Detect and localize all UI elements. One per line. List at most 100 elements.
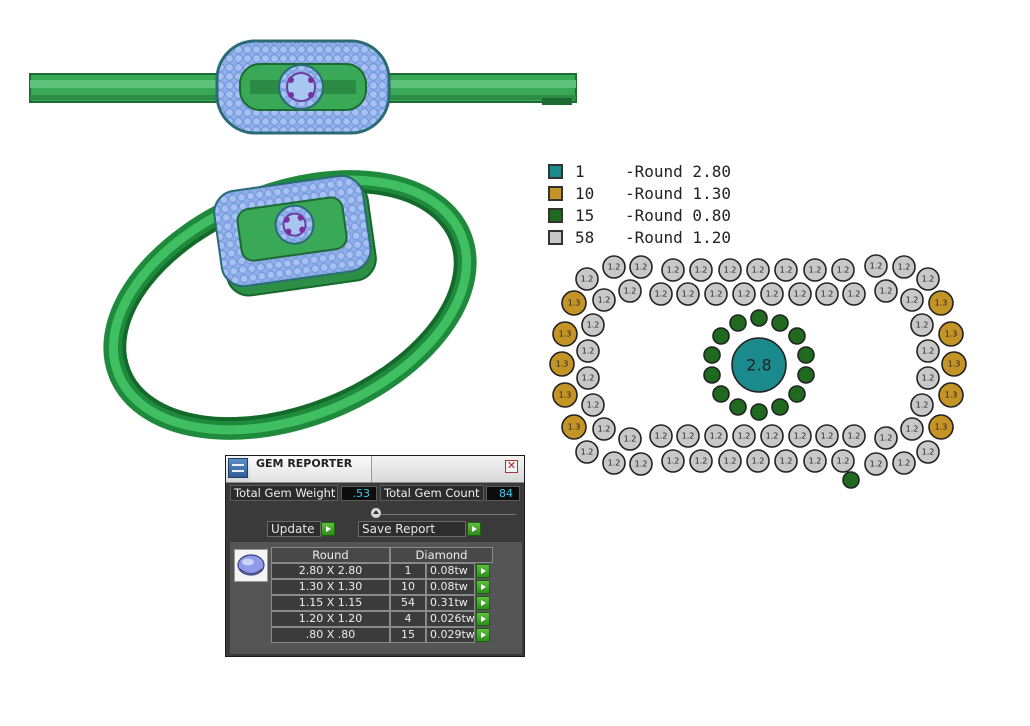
svg-text:1.2: 1.2 (848, 290, 861, 299)
gem-1-2: 1.2 (602, 451, 626, 475)
svg-text:1.2: 1.2 (766, 432, 779, 441)
table-cell-count: 15 (390, 627, 426, 643)
svg-text:1.2: 1.2 (667, 266, 680, 275)
legend-swatch (548, 229, 563, 245)
legend-count: 10 (575, 183, 595, 203)
table-cell-count: 54 (390, 595, 426, 611)
svg-text:1.2: 1.2 (608, 459, 621, 468)
svg-text:1.2: 1.2 (809, 457, 822, 466)
svg-text:1.3: 1.3 (568, 299, 581, 308)
gem-1-3: 1.3 (941, 351, 967, 377)
svg-text:1.2: 1.2 (922, 374, 935, 383)
gem-1-2: 1.2 (704, 424, 728, 448)
update-play-icon[interactable] (321, 522, 335, 536)
svg-text:1.2: 1.2 (738, 432, 751, 441)
svg-text:1.2: 1.2 (624, 287, 637, 296)
tab-gem-reporter[interactable] (250, 456, 372, 482)
gem-reporter-title: GEM REPORTER (256, 457, 353, 470)
gem-1-2: 1.2 (900, 417, 924, 441)
legend-count: 58 (575, 227, 595, 247)
svg-text:1.2: 1.2 (922, 347, 935, 356)
gem-1-2: 1.2 (592, 288, 616, 312)
gem-0-8 (729, 398, 747, 416)
table-cell-weight: 0.08tw (426, 563, 475, 579)
svg-text:1.2: 1.2 (870, 262, 883, 271)
svg-text:1.3: 1.3 (568, 423, 581, 432)
collapse-panel-icon[interactable] (370, 507, 382, 519)
gem-0-8 (703, 366, 721, 384)
table-cell-weight: 0.029tw (426, 627, 475, 643)
gem-1-2: 1.2 (916, 339, 940, 363)
app-icon (228, 458, 248, 478)
svg-text:1.3: 1.3 (559, 330, 572, 339)
svg-text:1.2: 1.2 (710, 290, 723, 299)
svg-text:1.2: 1.2 (624, 435, 637, 444)
gem-1-2: 1.2 (592, 417, 616, 441)
gem-1-2: 1.2 (831, 258, 855, 282)
svg-text:1.2: 1.2 (587, 401, 600, 410)
gem-1-2: 1.2 (732, 282, 756, 306)
svg-text:1.2: 1.2 (848, 432, 861, 441)
gem-reporter-window: GEM REPORTER ✕ Total Gem Weight .53 Tota… (225, 455, 525, 657)
gem-1-3: 1.3 (938, 321, 964, 347)
gem-1-2: 1.2 (900, 288, 924, 312)
gem-1-3: 1.3 (552, 382, 578, 408)
total-gem-count-label: Total Gem Count (380, 485, 484, 501)
gem-0-8 (788, 385, 806, 403)
legend-label: -Round 1.20 (625, 227, 731, 247)
table-cell-size: 2.80 X 2.80 (271, 563, 390, 579)
svg-text:1.2: 1.2 (724, 266, 737, 275)
row-select-play-icon[interactable] (476, 612, 490, 626)
legend-swatch (548, 163, 563, 179)
bracelet-top-view (29, 39, 577, 135)
gem-1-2: 1.2 (831, 449, 855, 473)
gem-1-2: 1.2 (732, 424, 756, 448)
gem-0-8 (771, 398, 789, 416)
gem-0-8 (729, 314, 747, 332)
gem-2-8: 2.8 (731, 337, 787, 393)
gem-1-2: 1.2 (892, 451, 916, 475)
svg-text:1.2: 1.2 (608, 263, 621, 272)
svg-text:1.2: 1.2 (635, 460, 648, 469)
row-select-play-icon[interactable] (476, 596, 490, 610)
row-select-play-icon[interactable] (476, 564, 490, 578)
table-cell-weight: 0.31tw (426, 595, 475, 611)
gem-1-2: 1.2 (916, 267, 940, 291)
table-cell-size: 1.20 X 1.20 (271, 611, 390, 627)
svg-text:1.2: 1.2 (837, 457, 850, 466)
svg-text:1.2: 1.2 (581, 448, 594, 457)
gem-1-2: 1.2 (916, 440, 940, 464)
svg-text:1.2: 1.2 (821, 432, 834, 441)
row-select-play-icon[interactable] (476, 580, 490, 594)
gem-1-2: 1.2 (676, 282, 700, 306)
svg-text:1.2: 1.2 (880, 287, 893, 296)
gem-1-2: 1.2 (718, 449, 742, 473)
save-report-button[interactable]: Save Report (358, 521, 466, 537)
svg-text:1.2: 1.2 (695, 266, 708, 275)
close-icon[interactable]: ✕ (505, 459, 518, 473)
gem-0-8 (750, 403, 768, 421)
gem-0-8 (771, 314, 789, 332)
gem-1-2: 1.2 (718, 258, 742, 282)
svg-text:1.2: 1.2 (794, 290, 807, 299)
svg-text:1.2: 1.2 (752, 266, 765, 275)
svg-text:1.2: 1.2 (794, 432, 807, 441)
svg-text:1.2: 1.2 (870, 460, 883, 469)
gem-1-2: 1.2 (704, 282, 728, 306)
column-header-round: Round (271, 547, 390, 563)
legend-label: -Round 2.80 (625, 161, 731, 181)
svg-text:1.2: 1.2 (766, 290, 779, 299)
svg-text:1.3: 1.3 (559, 391, 572, 400)
svg-text:1.3: 1.3 (935, 299, 948, 308)
gem-1-2: 1.2 (916, 366, 940, 390)
gem-1-2: 1.2 (774, 449, 798, 473)
row-select-play-icon[interactable] (476, 628, 490, 642)
legend-count: 1 (575, 161, 585, 181)
legend-swatch (548, 185, 563, 201)
column-header-diamond: Diamond (390, 547, 493, 563)
svg-text:1.2: 1.2 (916, 401, 929, 410)
gem-1-2: 1.2 (788, 282, 812, 306)
update-button[interactable]: Update (267, 521, 321, 537)
save-report-play-icon[interactable] (467, 522, 481, 536)
gem-1-3: 1.3 (938, 382, 964, 408)
